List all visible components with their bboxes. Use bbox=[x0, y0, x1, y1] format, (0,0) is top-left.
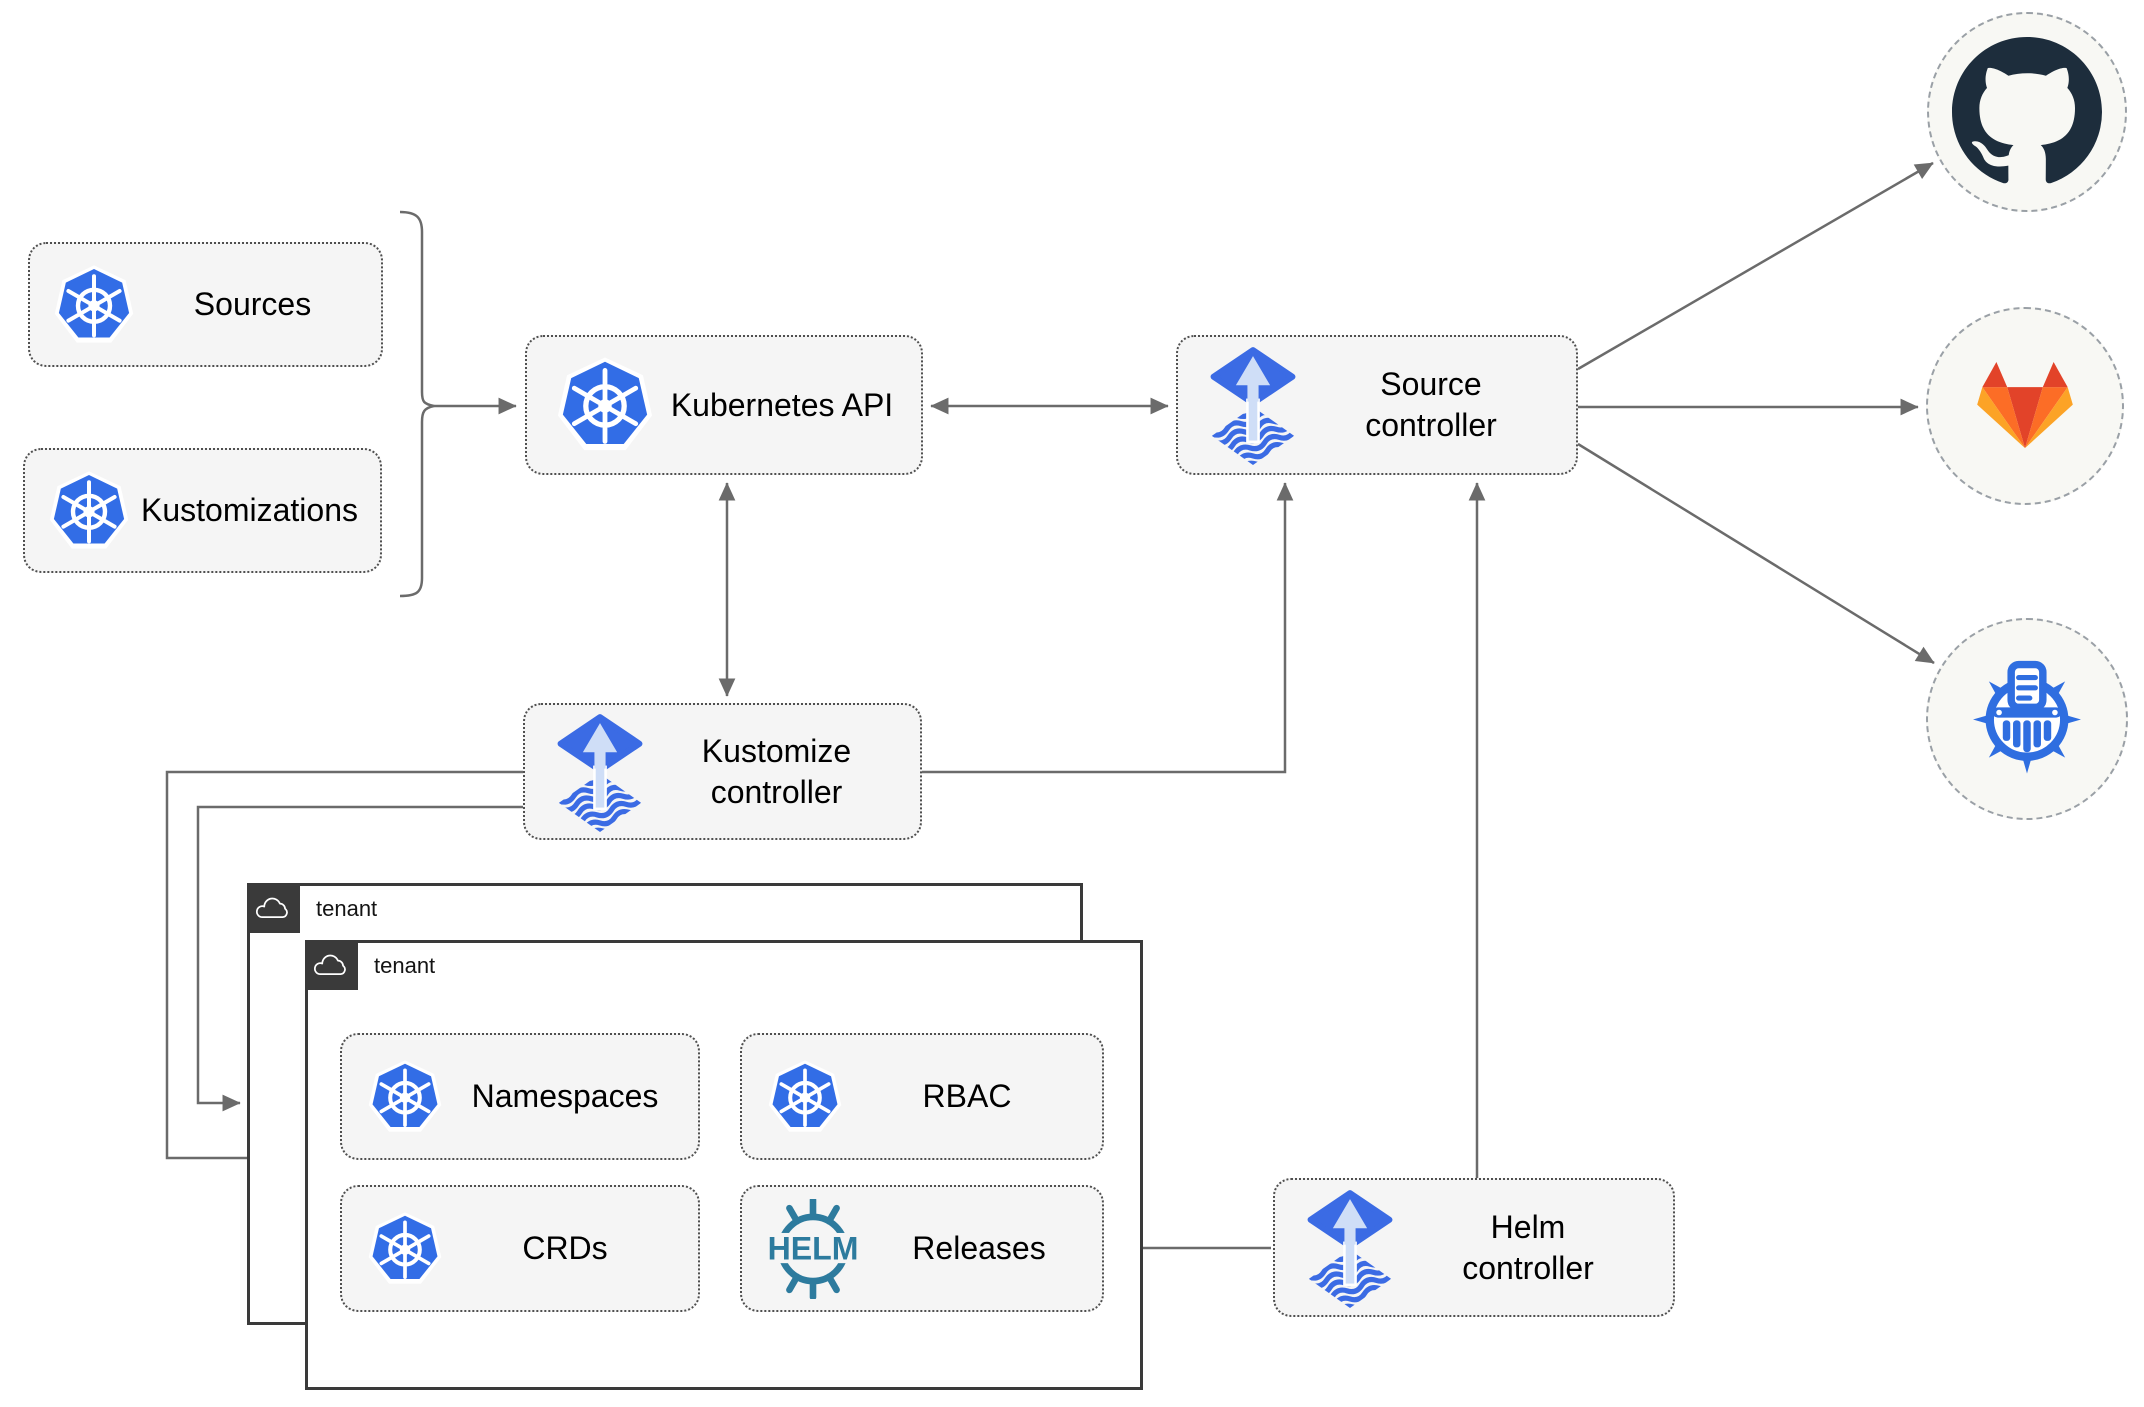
edge-kustomize-to-tenant-back bbox=[196, 805, 528, 1112]
sources-label: Sources bbox=[193, 286, 312, 323]
edge-kustomize-to-source bbox=[916, 482, 1294, 774]
kubernetes-icon bbox=[54, 265, 134, 345]
kubernetes-icon bbox=[557, 357, 653, 453]
kubernetes-api-label: Kubernetes API bbox=[670, 386, 894, 423]
source-controller-label: Source controller bbox=[1296, 364, 1576, 446]
releases-label: Releases bbox=[912, 1230, 1046, 1267]
releases-node: HELM Releases bbox=[740, 1185, 1104, 1312]
crds-node: CRDs bbox=[340, 1185, 700, 1312]
source-controller-node: Source controller bbox=[1176, 335, 1578, 475]
namespaces-node: Namespaces bbox=[340, 1033, 700, 1160]
gitlab-remote bbox=[1926, 307, 2124, 505]
edge-source-to-registry bbox=[1577, 442, 1935, 665]
kubernetes-icon bbox=[368, 1060, 442, 1134]
kustomize-controller-label: Kustomize controller bbox=[643, 731, 920, 813]
rbac-node: RBAC bbox=[740, 1033, 1104, 1160]
harbor-registry-icon bbox=[1957, 659, 2097, 780]
kustomize-controller-line1: Kustomize bbox=[701, 732, 852, 769]
gitlab-icon bbox=[1977, 362, 2073, 450]
flux-icon bbox=[1210, 345, 1296, 465]
kubernetes-icon bbox=[49, 471, 129, 551]
tenant-front-tab bbox=[305, 940, 358, 990]
tenant-back-label: tenant bbox=[316, 896, 378, 921]
kustomize-controller-node: Kustomize controller bbox=[523, 703, 922, 840]
flux-icon bbox=[557, 712, 643, 832]
flux-icon bbox=[1307, 1188, 1393, 1308]
crds-label: CRDs bbox=[522, 1230, 608, 1267]
tenant-front-label: tenant bbox=[374, 953, 436, 978]
github-remote bbox=[1927, 12, 2127, 212]
tenant-box-front: tenant bbox=[305, 940, 1143, 1390]
rbac-label: RBAC bbox=[922, 1078, 1012, 1115]
helm-wheel-icon: HELM bbox=[760, 1198, 866, 1299]
source-controller-line2: controller bbox=[1365, 407, 1497, 443]
cloud-icon bbox=[255, 895, 292, 922]
namespaces-label: Namespaces bbox=[471, 1078, 659, 1115]
helm-controller-node: Helm controller bbox=[1273, 1178, 1675, 1317]
helm-logo-text: HELM bbox=[768, 1230, 859, 1266]
helm-controller-line1: Helm bbox=[1490, 1208, 1566, 1245]
helm-controller-line2: controller bbox=[1462, 1249, 1594, 1286]
edge-kustomize-to-tenant-front bbox=[165, 770, 528, 1167]
kustomizations-label: Kustomizations bbox=[141, 492, 358, 529]
source-controller-line1: Source bbox=[1380, 366, 1482, 403]
kustomizations-node: Kustomizations bbox=[23, 448, 382, 573]
edge-source-to-github bbox=[1577, 161, 1934, 371]
tenant-back-tab bbox=[247, 883, 300, 933]
kubernetes-icon bbox=[768, 1060, 842, 1134]
brace-sources-kustomizations bbox=[399, 210, 435, 598]
kubernetes-api-node: Kubernetes API bbox=[525, 335, 923, 475]
kubernetes-icon bbox=[368, 1212, 442, 1286]
registry-remote bbox=[1926, 618, 2128, 820]
github-icon bbox=[1952, 37, 2102, 187]
helm-controller-label: Helm controller bbox=[1393, 1207, 1673, 1289]
cloud-icon bbox=[313, 952, 350, 979]
sources-node: Sources bbox=[28, 242, 383, 367]
kustomize-controller-line2: controller bbox=[710, 773, 843, 810]
